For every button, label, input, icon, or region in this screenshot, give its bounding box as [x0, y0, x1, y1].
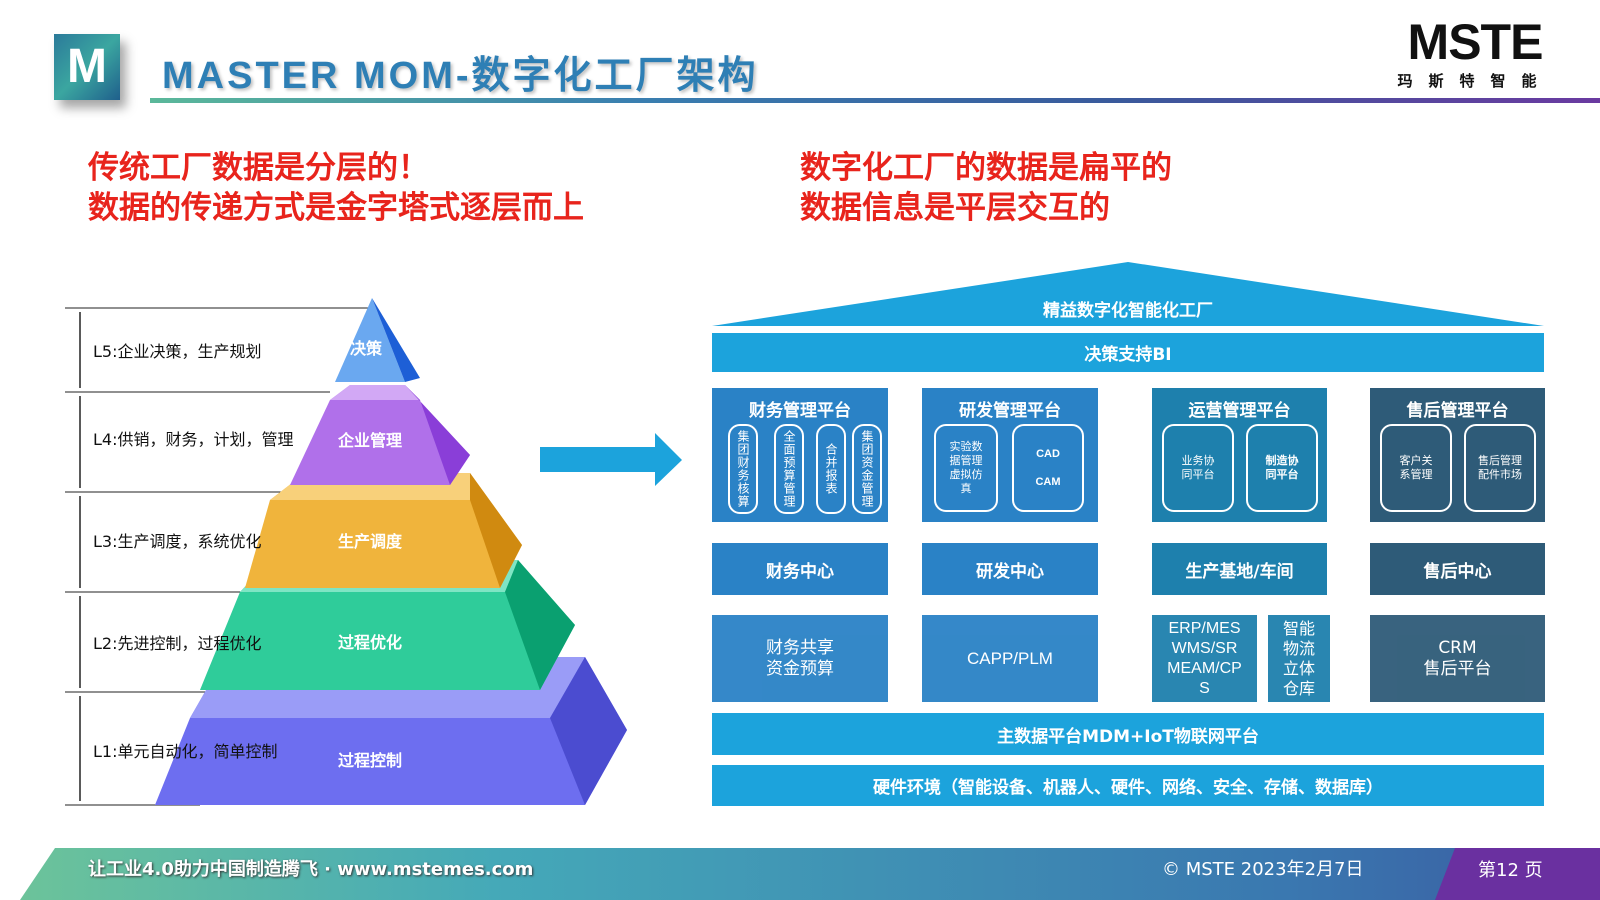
- right-heading: 数字化工厂的数据是扁平的 数据信息是平层交互的: [800, 148, 1172, 228]
- sub-module: 全面预算管理: [774, 424, 804, 514]
- center-production: 生产基地/车间: [1152, 543, 1327, 595]
- platform-title: 运营管理平台: [1188, 401, 1291, 421]
- brand-sub: 玛斯特智能: [1397, 72, 1553, 90]
- footer-slogan: 让工业4.0助力中国制造腾飞 · www.mstemes.com: [88, 859, 534, 880]
- level-l3-label: L3:生产调度，系统优化: [93, 532, 262, 551]
- page-title: MASTER MOM-数字化工厂架构: [162, 55, 759, 97]
- pyramid-diagram: [65, 298, 682, 806]
- platform-aftersales: 售后管理平台 客户关系管理 售后管理配件市场: [1370, 388, 1545, 522]
- sub-module: 集团财务核算: [728, 424, 758, 514]
- platform-title: 研发管理平台: [959, 401, 1061, 421]
- level-l4-label: L4:供销，财务，计划，管理: [93, 430, 294, 449]
- platform-rnd: 研发管理平台 实验数据管理虚拟仿真 CAD CAM: [922, 388, 1098, 522]
- system-erp-mes: ERP/MES WMS/SR MEAM/CP S: [1152, 615, 1257, 702]
- sub-module: CAD CAM: [1012, 424, 1084, 512]
- brand-logo: MSTE 玛斯特智能: [1395, 14, 1555, 91]
- bi-bar: 决策支持BI: [712, 333, 1544, 372]
- sub-module: 集团资金管理: [852, 424, 882, 514]
- sub-module: 客户关系管理: [1380, 424, 1452, 512]
- sub-module: 合并报表: [816, 424, 846, 514]
- left-heading-1: 传统工厂数据是分层的！: [88, 150, 429, 186]
- system-crm: CRM 售后平台: [1370, 615, 1545, 702]
- sub-module: 实验数据管理虚拟仿真: [934, 424, 998, 512]
- pyramid-label-l1: 过程控制: [338, 751, 403, 770]
- logo: M: [54, 34, 120, 100]
- level-l1-label: L1:单元自动化，简单控制: [93, 742, 278, 761]
- footer-copyright: © MSTE 2023年2月7日: [1162, 859, 1364, 880]
- pyramid-label-l5: 决策: [350, 339, 383, 358]
- pyramid-label-l4: 企业管理: [338, 431, 403, 450]
- platform-title: 售后管理平台: [1406, 401, 1509, 421]
- right-arrow-icon: [540, 433, 682, 486]
- sub-module: 售后管理配件市场: [1464, 424, 1536, 512]
- sub-module: 制造协同平台: [1246, 424, 1318, 512]
- sub-module: 业务协同平台: [1162, 424, 1234, 512]
- center-rnd: 研发中心: [922, 543, 1098, 595]
- right-heading-2: 数据信息是平层交互的: [800, 190, 1110, 226]
- system-capp-plm: CAPP/PLM: [922, 615, 1098, 702]
- level-l2-label: L2:先进控制，过程优化: [93, 634, 262, 653]
- footer: [20, 848, 1600, 900]
- brand-name: MSTE: [1407, 14, 1544, 70]
- roof: [712, 262, 1544, 326]
- left-heading-2: 数据的传递方式是金字塔式逐层而上: [88, 190, 584, 226]
- pyramid-label-l2: 过程优化: [338, 633, 403, 652]
- hardware-bar: 硬件环境（智能设备、机器人、硬件、网络、安全、存储、数据库）: [712, 765, 1544, 806]
- system-logistics: 智能 物流 立体 仓库: [1268, 615, 1330, 702]
- pyramid-layer-l5: [335, 298, 405, 382]
- pyramid-label-l3: 生产调度: [338, 532, 403, 551]
- platform-finance: 财务管理平台 集团财务核算 全面预算管理 合并报表 集团资金管理: [712, 388, 888, 522]
- platform-title: 财务管理平台: [749, 401, 851, 421]
- center-aftersales: 售后中心: [1370, 543, 1545, 595]
- pyramid-layer-l3: [245, 473, 522, 588]
- center-finance: 财务中心: [712, 543, 888, 595]
- right-heading-1: 数字化工厂的数据是扁平的: [800, 150, 1172, 186]
- roof-label: 精益数字化智能化工厂: [1043, 301, 1213, 321]
- pyramid-layer-l2: [200, 560, 575, 690]
- platform-operations: 运营管理平台 业务协同平台 制造协同平台: [1152, 388, 1327, 522]
- page-number: 第12 页: [1478, 860, 1543, 881]
- title-divider: [150, 98, 1600, 103]
- left-heading: 传统工厂数据是分层的！ 数据的传递方式是金字塔式逐层而上: [88, 148, 584, 228]
- mdm-bar: 主数据平台MDM+IoT物联网平台: [712, 713, 1544, 755]
- system-finance: 财务共享 资金预算: [712, 615, 888, 702]
- level-l5-label: L5:企业决策，生产规划: [93, 342, 262, 361]
